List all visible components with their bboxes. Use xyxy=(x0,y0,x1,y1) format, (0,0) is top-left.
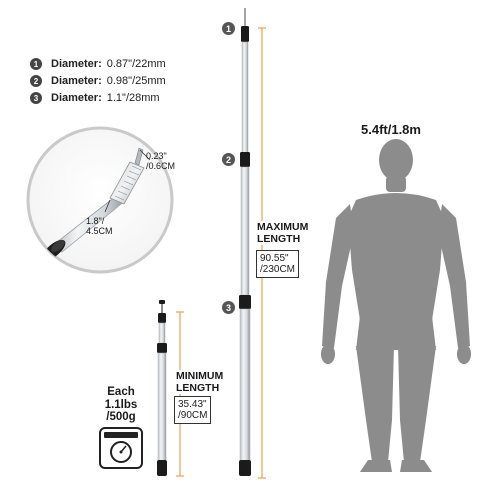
minimum-label-line1: MINIMUM xyxy=(176,370,224,382)
spec-label: Diameter: xyxy=(51,92,102,104)
minimum-value-cm: /90CM xyxy=(178,410,208,421)
spec-row-1: 1 Diameter: 0.87"/22mm xyxy=(30,58,166,70)
person-silhouette xyxy=(321,139,471,472)
maximum-value-cm: /230CM xyxy=(260,264,296,275)
tip-diameter-cm: /0.6CM xyxy=(146,161,176,171)
maximum-length-label: MAXIMUM LENGTH xyxy=(256,221,310,245)
segment-badge-2: 2 xyxy=(222,153,235,166)
weight-each: Each xyxy=(107,386,135,398)
grip-length-cm: 4.5CM xyxy=(86,226,113,236)
scale-icon xyxy=(99,427,143,469)
pole-collapsed xyxy=(157,300,167,476)
detail-tip-pin xyxy=(134,147,144,166)
spec-number-badge: 3 xyxy=(30,92,42,104)
spec-row-2: 2 Diameter: 0.98"/25mm xyxy=(30,75,166,87)
weight-label: Each 1.1lbs /500g xyxy=(98,386,144,424)
tip-diameter-in: 0.23" xyxy=(146,151,167,161)
spec-value: 1.1"/28mm xyxy=(106,92,160,104)
maximum-label-line1: MAXIMUM xyxy=(257,221,309,233)
minimum-length-value-box: 35.43" /90CM xyxy=(174,396,212,424)
pole-extended xyxy=(239,8,251,476)
spec-number-badge: 2 xyxy=(30,75,42,87)
spec-value: 0.87"/22mm xyxy=(106,58,166,70)
spec-value: 0.98"/25mm xyxy=(106,75,166,87)
maximum-value-in: 90.55" xyxy=(260,253,289,264)
weight-grams: /500g xyxy=(106,411,136,423)
weight-lbs: 1.1lbs xyxy=(104,398,138,411)
minimum-label-line2: LENGTH xyxy=(176,382,220,394)
spec-label: Diameter: xyxy=(51,75,102,87)
segment-badge-1: 1 xyxy=(222,22,235,35)
tip-detail-magnifier xyxy=(26,126,174,274)
grip-length-in: 1.8"/ xyxy=(86,216,105,226)
detail-knurled-grip xyxy=(109,161,145,205)
pole-top-cap xyxy=(241,26,249,42)
spec-number-badge: 1 xyxy=(30,58,42,70)
magnifier-circle xyxy=(26,126,174,274)
minimum-length-label: MINIMUM LENGTH xyxy=(175,370,225,394)
maximum-label-line2: LENGTH xyxy=(257,233,301,245)
minimum-dimension-line xyxy=(176,311,184,477)
grip-length-label: 1.8"/ 4.5CM xyxy=(86,216,113,236)
short-pole-foot xyxy=(157,460,167,476)
pole-foot xyxy=(239,460,251,476)
minimum-value-in: 35.43" xyxy=(178,399,207,410)
pole-joint-2 xyxy=(239,295,251,309)
person-height-label: 5.4ft/1.8m xyxy=(361,122,421,137)
tip-diameter-label: 0.23" /0.6CM xyxy=(146,151,175,171)
maximum-length-value-box: 90.55" /230CM xyxy=(256,250,300,278)
segment-badge-3: 3 xyxy=(222,301,235,314)
pole-joint-1 xyxy=(240,152,250,167)
spec-label: Diameter: xyxy=(51,58,102,70)
short-pole-top-cap xyxy=(158,313,166,323)
spec-row-3: 3 Diameter: 1.1"/28mm xyxy=(30,92,160,104)
